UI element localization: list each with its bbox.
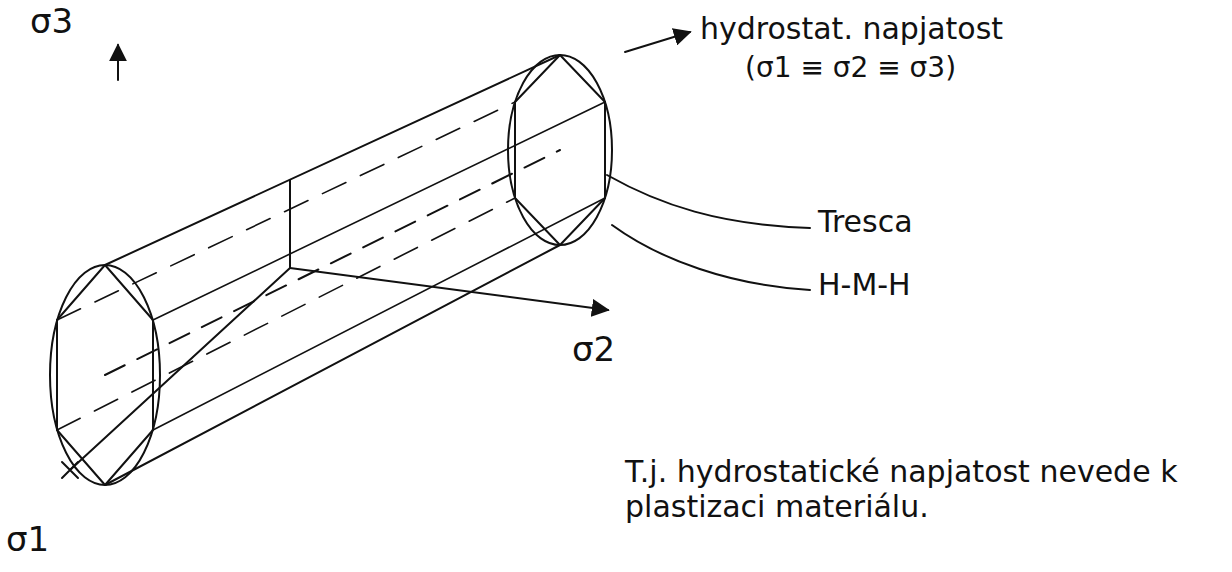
leader-line xyxy=(607,175,810,228)
cylinder-generatrix xyxy=(105,245,560,485)
tresca-hexagon xyxy=(515,55,605,245)
axis-label: σ1 xyxy=(6,520,49,559)
sigma1-axis-mark xyxy=(62,462,78,478)
hydrostatic-axis xyxy=(105,150,560,375)
leader-line xyxy=(612,225,810,290)
annotation: (σ1 ≡ σ2 ≡ σ3) xyxy=(745,52,956,84)
note: T.j. hydrostatické napjatost nevede k pl… xyxy=(625,455,1220,524)
sigma3-axis xyxy=(117,45,119,80)
mises-cylinder-end xyxy=(508,55,612,245)
annotation: hydrostat. napjatost xyxy=(700,12,1003,47)
annotation: Tresca xyxy=(818,205,913,240)
leader-arrow xyxy=(625,32,690,52)
axis-label: σ2 xyxy=(572,330,615,369)
prism-edges xyxy=(57,102,605,430)
axis-label: σ3 xyxy=(30,2,73,41)
annotation: H-M-H xyxy=(818,268,911,303)
